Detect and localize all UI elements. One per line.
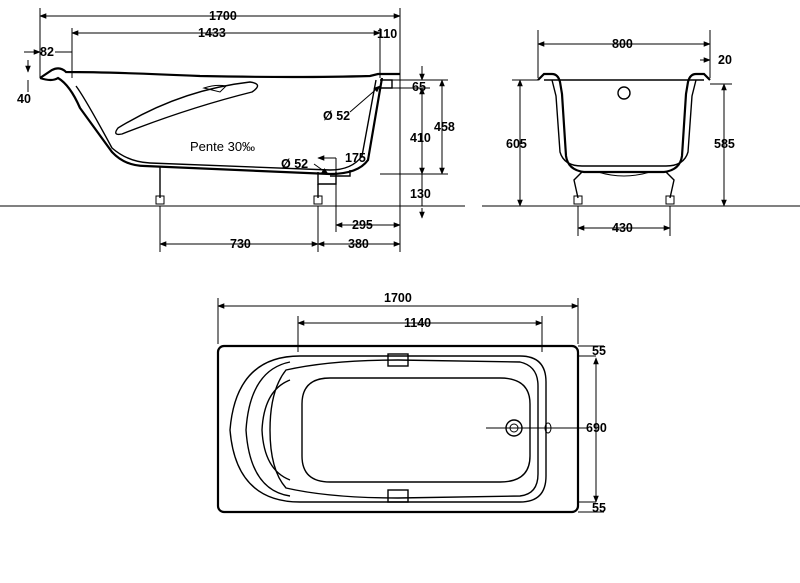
overflow-pipe — [380, 79, 393, 89]
dim-inner-length: 1433 — [198, 26, 226, 40]
tub-inner-outline — [75, 79, 377, 171]
tub-body-outline — [39, 76, 384, 176]
top-basin — [301, 377, 531, 483]
side-view: 1700 1433 110 82 40 Pen — [0, 8, 465, 252]
dim-floor-gap: 130 — [410, 187, 431, 201]
handle-top — [387, 353, 409, 367]
dim-drain-dist: 295 — [352, 218, 373, 232]
top-outer-contour — [229, 355, 547, 503]
leader-pipe-upper — [349, 85, 381, 113]
dim-leg-width: 430 — [612, 221, 633, 235]
dim-rim-height: 40 — [17, 92, 31, 106]
dim-edge-top: 55 — [592, 344, 606, 358]
top-view: 1700 1140 690 55 55 — [216, 291, 607, 515]
handle-bottom — [387, 489, 409, 503]
overflow-hole — [617, 86, 631, 100]
dim-leg-span: 730 — [230, 237, 251, 251]
tub-rim-outline — [39, 67, 400, 79]
dim-leg-end-dist: 380 — [348, 237, 369, 251]
dim-top-inner-length: 1140 — [404, 316, 431, 330]
dim-edge-bottom: 55 — [592, 501, 606, 515]
dim-rim-width: 20 — [718, 53, 732, 67]
top-outer-rim — [216, 344, 580, 514]
slope-label: Pente 30‰ — [190, 139, 255, 154]
dim-end-width: 800 — [612, 37, 633, 51]
armrest-grip — [115, 81, 259, 136]
legs — [155, 166, 323, 205]
dim-total-height: 605 — [506, 137, 527, 151]
headrest-contour — [245, 361, 291, 497]
top-mid-contour — [269, 359, 539, 499]
dim-overflow-depth: 410 — [410, 131, 431, 145]
dim-total-depth: 458 — [434, 120, 455, 134]
dim-top-length: 1700 — [384, 291, 412, 305]
dim-rim-head: 82 — [40, 45, 54, 59]
dim-drain-offset: 175 — [345, 151, 366, 165]
end-tub-outline — [537, 72, 711, 174]
dim-pipe-upper: Ø 52 — [323, 109, 350, 123]
dim-pipe-lower: Ø 52 — [281, 157, 308, 171]
handle-grip — [202, 84, 228, 93]
dim-overflow-offset: 65 — [412, 80, 426, 94]
dim-top-width: 690 — [586, 421, 607, 435]
drain-pipe — [317, 170, 351, 185]
end-tub-inner — [551, 79, 697, 167]
leader-pipe-lower — [313, 163, 329, 175]
dim-rim-end: 110 — [377, 27, 397, 41]
end-legs — [573, 171, 675, 205]
dim-total-length: 1700 — [209, 9, 237, 23]
end-view: 800 20 605 585 430 — [482, 30, 800, 236]
dim-body-height: 585 — [714, 137, 735, 151]
